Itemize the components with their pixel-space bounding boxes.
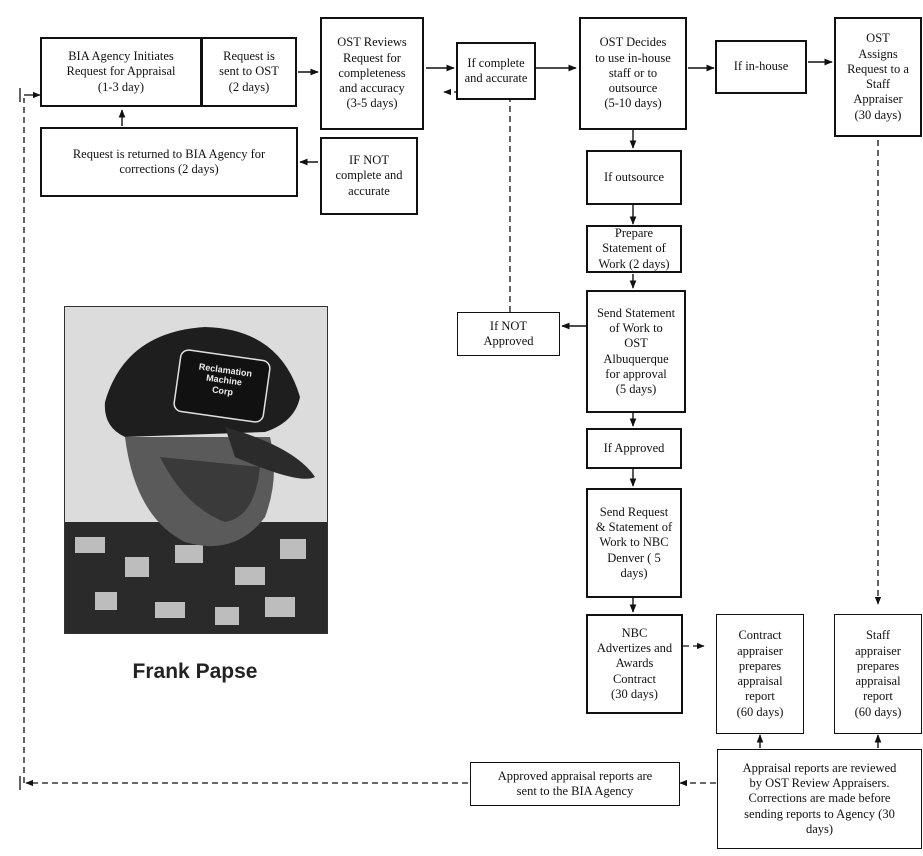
- photo-caption: Frank Papse: [132, 660, 258, 683]
- reviewed-box: Appraisal reports are reviewed by OST Re…: [717, 749, 922, 849]
- ost-assigns-box: OST Assigns Request to a Staff Appraiser…: [834, 17, 922, 137]
- if-approved-box: If Approved: [586, 428, 682, 469]
- approved-sent-box: Approved appraisal reports are sent to t…: [470, 762, 680, 806]
- if-outsource-box: If outsource: [586, 150, 682, 205]
- send-sow-box: Send Statement of Work to OST Albuquerqu…: [586, 290, 686, 413]
- sent-to-ost-box: Request is sent to OST (2 days): [201, 37, 297, 107]
- staff-appraiser-box: Staff appraiser prepares appraisal repor…: [834, 614, 922, 734]
- send-nbc-box: Send Request & Statement of Work to NBC …: [586, 488, 682, 598]
- ost-reviews-box: OST Reviews Request for completeness and…: [320, 17, 424, 130]
- if-complete-box: If complete and accurate: [456, 42, 536, 100]
- portrait-photo: Reclamation Machine Corp: [64, 306, 328, 634]
- nbc-awards-box: NBC Advertizes and Awards Contract (30 d…: [586, 614, 683, 714]
- if-inhouse-box: If in-house: [715, 40, 807, 94]
- portrait-illustration: [65, 307, 327, 633]
- bia-initiates-box: BIA Agency Initiates Request for Apprais…: [40, 37, 202, 107]
- ost-decides-box: OST Decides to use in-house staff or to …: [579, 17, 687, 130]
- prepare-sow-box: Prepare Statement of Work (2 days): [586, 225, 682, 273]
- if-not-approved-box: If NOT Approved: [457, 312, 560, 356]
- returned-box: Request is returned to BIA Agency for co…: [40, 127, 298, 197]
- contract-appraiser-box: Contract appraiser prepares appraisal re…: [716, 614, 804, 734]
- if-not-complete-box: IF NOT complete and accurate: [320, 137, 418, 215]
